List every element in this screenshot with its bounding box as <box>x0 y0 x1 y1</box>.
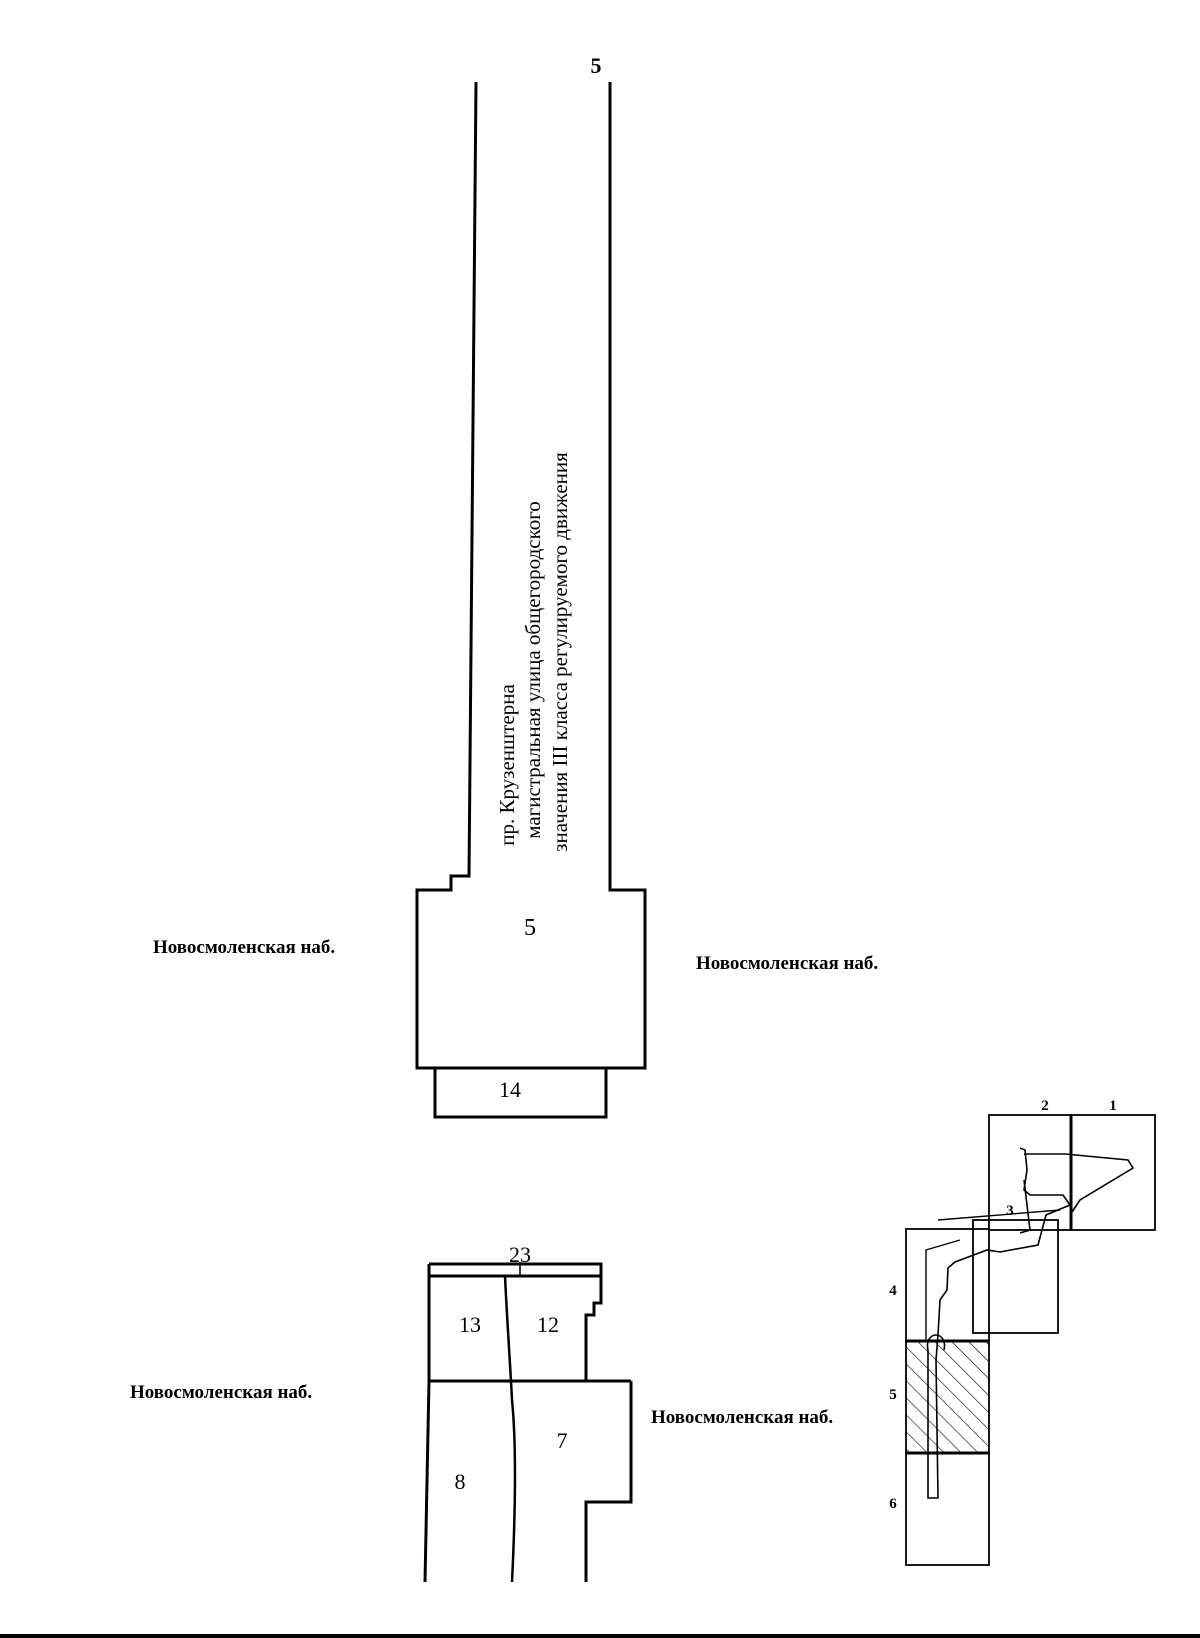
embankment-label-top-right: Новосмоленская наб. <box>696 953 878 974</box>
sheet-6-frame <box>905 1452 990 1566</box>
parcel-divider <box>503 1275 517 1583</box>
street-class-line1: магистральная улица общегородского <box>521 501 545 839</box>
parcel-12-number: 12 <box>537 1312 559 1337</box>
sheet-1-label: 1 <box>1109 1098 1117 1114</box>
embankment-label-bottom-left: Новосмоленская наб. <box>130 1382 312 1403</box>
sheet-2-label: 2 <box>1041 1098 1049 1114</box>
top-plan: 5 пр. Крузенштерна магистральная улица о… <box>153 53 878 1119</box>
block-14-number: 14 <box>499 1077 521 1102</box>
sheet-3-label: 3 <box>1006 1203 1014 1219</box>
bottom-plan: 23 13 12 7 8 Новосмоленская наб. Новосмо… <box>130 1242 833 1583</box>
parcel-23-number: 23 <box>509 1242 531 1267</box>
parcel-7-number: 7 <box>557 1428 568 1453</box>
parcels-8-7-outline <box>423 1380 633 1583</box>
street-caption: пр. Крузенштерна магистральная улица общ… <box>495 452 572 852</box>
block-14-outline <box>433 1068 608 1119</box>
block-5-number: 5 <box>524 915 536 941</box>
sheet-3-frame <box>972 1219 1059 1334</box>
sheet-number: 5 <box>591 53 602 78</box>
sheet-1-frame <box>1070 1114 1156 1231</box>
sheet-6-label: 6 <box>889 1496 897 1512</box>
street-name: пр. Крузенштерна <box>495 684 519 846</box>
parcel-8-number: 8 <box>455 1469 466 1494</box>
parcels-13-12-outline <box>427 1264 603 1381</box>
sheet-5-label: 5 <box>889 1387 897 1403</box>
sheet-4-label: 4 <box>889 1283 897 1299</box>
embankment-label-top-left: Новосмоленская наб. <box>153 937 335 958</box>
street-class-line2: значения III класса регулируемого движен… <box>548 452 572 852</box>
sheet-5-frame <box>905 1340 990 1454</box>
sheet-index-map: 2 1 3 4 5 6 <box>889 1098 1156 1566</box>
parcel-13-number: 13 <box>459 1312 481 1337</box>
embankment-label-bottom-right: Новосмоленская наб. <box>651 1407 833 1428</box>
parcel-23-strip <box>429 1262 603 1278</box>
